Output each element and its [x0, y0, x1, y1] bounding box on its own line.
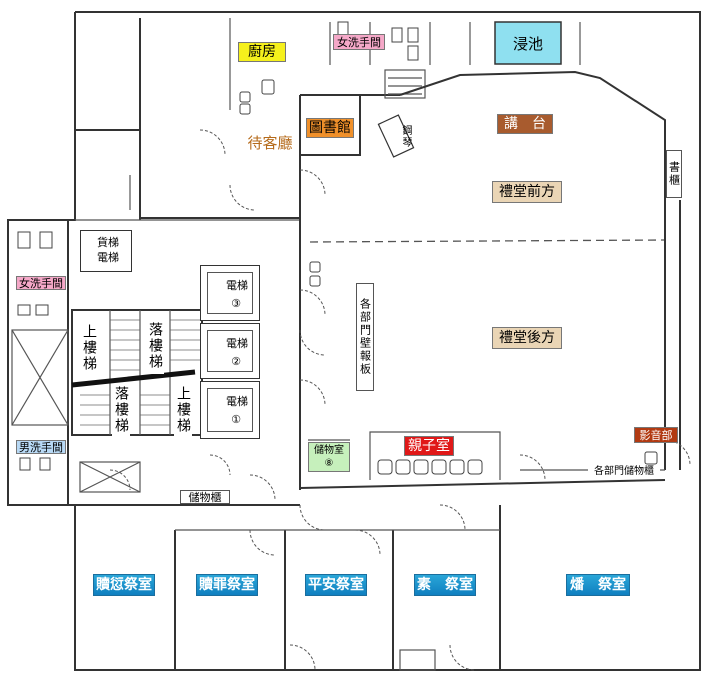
- women-restroom-left-label: 女洗手間: [16, 276, 66, 290]
- elevator-2-cab: [207, 330, 253, 372]
- chapel-grain-offering-label: 素 祭室: [414, 574, 476, 596]
- parent-child-room-label: 親子室: [404, 436, 454, 456]
- men-restroom-label: 男洗手間: [16, 440, 66, 454]
- chapel-burnt-offering-label: 燔 祭室: [566, 574, 630, 596]
- elevator-1: 電梯 ①: [200, 381, 260, 439]
- chapel-trespass-offering-label: 贖愆祭室: [93, 574, 155, 596]
- library-label: 圖書館: [306, 118, 354, 138]
- elevator-2-label: 電梯: [226, 336, 248, 350]
- freight-elevator-label: 貨梯: [97, 235, 119, 249]
- storage-room: 儲物室 ⑧: [308, 442, 350, 472]
- podium-label: 講 台: [497, 114, 553, 134]
- stair-down-2-label: 落樓梯: [112, 384, 130, 436]
- elevator-1-label: 電梯: [226, 394, 248, 408]
- storage-room-number: ⑧: [324, 458, 334, 469]
- women-restroom-top-label: 女洗手間: [333, 34, 385, 50]
- dept-cabinet-label: 各部門儲物櫃: [588, 466, 660, 478]
- storage-cabinet-label: 儲物櫃: [180, 490, 230, 504]
- elevator-3: 電梯 ③: [200, 265, 260, 321]
- chapel-peace-offering-label: 平安祭室: [305, 574, 367, 596]
- bathing-pool-label: 浸池: [512, 34, 543, 53]
- elevator-2: 電梯 ②: [200, 323, 260, 379]
- storage-room-label: 儲物室: [314, 445, 344, 456]
- stair-up-2-label: 上樓梯: [174, 384, 192, 436]
- waiting-hall-label: 待客廳: [247, 133, 293, 152]
- elevator-1-cab: [207, 388, 253, 432]
- stair-up-1-label: 上樓梯: [80, 320, 98, 376]
- hall-back-label: 禮堂後方: [492, 327, 562, 349]
- stair-down-1-label: 落樓梯: [146, 318, 164, 374]
- freight-elevator: 貨梯 電梯: [80, 230, 132, 272]
- notice-board-label: 各部門壁報板: [356, 283, 374, 391]
- media-dept-label: 影音部: [634, 427, 678, 443]
- elevator-1-number: ①: [231, 412, 241, 426]
- piano-label: 鋼琴: [400, 125, 411, 149]
- cabinet-right-label: 書櫃: [666, 150, 682, 198]
- hall-front-label: 禮堂前方: [492, 181, 562, 203]
- elevator-3-number: ③: [231, 296, 241, 310]
- kitchen-label: 廚房: [238, 42, 286, 62]
- chapel-sin-offering-label: 贖罪祭室: [196, 574, 258, 596]
- freight-elevator-sub-label: 電梯: [97, 250, 119, 264]
- elevator-2-number: ②: [231, 354, 241, 368]
- elevator-3-cab: [207, 272, 253, 314]
- elevator-3-label: 電梯: [226, 278, 248, 292]
